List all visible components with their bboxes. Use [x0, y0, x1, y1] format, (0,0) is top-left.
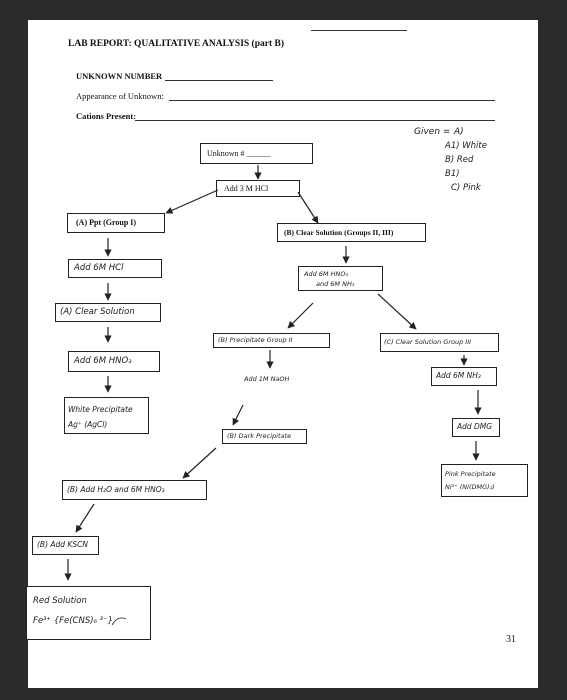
ppt-group1-box: (A) Ppt (Group I) — [67, 213, 165, 233]
b-add-hno3-line1: Add 6M HNO₃ — [304, 270, 349, 278]
add-hcl-box: Add 3 M HCl — [216, 180, 300, 197]
arrow-hcl-to-ppt — [165, 189, 219, 214]
given-heading: Given = — [414, 127, 451, 137]
arrow-b-add-to-ppt — [287, 302, 314, 329]
a-clear-solution-box: (A) Clear Solution — [55, 303, 161, 322]
b-add-kscn-box: (B) Add KSCN — [32, 536, 99, 555]
b-add-hno3-box: Add 6M HNO₃ and 6M NH₃ — [298, 266, 383, 291]
b-red-solution-line2: Fe³⁺ {Fe(CNS)₆ ³⁻} — [33, 616, 113, 626]
a-white-ppt-line2: Ag⁺ (AgCl) — [68, 420, 108, 429]
unknown-number-label: UNKNOWN NUMBER — [76, 71, 163, 81]
c-add-dmg-box: Add DMG — [452, 418, 500, 437]
a-white-precipitate-box: White Precipitate Ag⁺ (AgCl) — [64, 397, 149, 434]
arrow-h2o-to-kscn — [75, 503, 95, 533]
given-item-b1: B1) — [445, 169, 460, 179]
appearance-field[interactable] — [169, 100, 495, 101]
given-item-b: B) Red — [445, 155, 474, 165]
b-add-naoh-text: Add 1M NaOH — [244, 375, 290, 383]
cations-field[interactable] — [135, 120, 495, 121]
b-red-solution-box: Red Solution Fe³⁺ {Fe(CNS)₆ ³⁻} — [26, 586, 151, 640]
arrow-b-add-to-c — [377, 293, 417, 330]
report-title: LAB REPORT: QUALITATIVE ANALYSIS (part B… — [68, 39, 285, 49]
cations-label: Cations Present: — [76, 111, 137, 121]
clear-solution-box: (B) Clear Solution (Groups II, III) — [277, 223, 426, 242]
given-item-a1: A1) White — [445, 141, 487, 151]
b-add-hno3-line2: and 6M NH₃ — [316, 280, 355, 288]
given-item-a: A) — [454, 127, 464, 137]
top-rule — [311, 30, 407, 31]
arrow-naoh-to-dark — [232, 404, 244, 426]
arrow-hcl-to-clear — [297, 191, 319, 224]
given-item-c: C) Pink — [451, 183, 481, 193]
unknown-number-field[interactable] — [165, 80, 273, 81]
lab-report-page: LAB REPORT: QUALITATIVE ANALYSIS (part B… — [26, 20, 538, 688]
c-pink-precipitate-box: Pink Precipitate Ni²⁺ (Ni(DMG)₂) — [441, 464, 528, 497]
b-precipitate-group2-box: (B) Precipitate Group II — [213, 333, 330, 348]
c-add-nh3-box: Add 6M NH₃ — [431, 367, 497, 386]
b-dark-precipitate-box: (B) Dark Precipitate — [222, 429, 307, 444]
arrow-dark-to-h2o — [182, 447, 217, 479]
c-clear-solution-box: (C) Clear Solution Group III — [380, 333, 499, 352]
page-number: 31 — [506, 634, 516, 645]
b-add-h2o-hno3-box: (B) Add H₂O and 6M HNO₃ — [62, 480, 207, 500]
b-red-solution-line1: Red Solution — [33, 596, 87, 606]
unknown-box: Unknown # ______ — [200, 143, 313, 164]
c-pink-ppt-line2: Ni²⁺ (Ni(DMG)₂) — [445, 483, 495, 491]
a-add-hno3-box: Add 6M HNO₃ — [68, 351, 160, 372]
c-pink-ppt-line1: Pink Precipitate — [445, 470, 496, 478]
a-add-hcl-box: Add 6M HCl — [68, 259, 162, 278]
a-white-ppt-line1: White Precipitate — [68, 405, 133, 414]
appearance-label: Appearance of Unknown: — [76, 91, 164, 101]
